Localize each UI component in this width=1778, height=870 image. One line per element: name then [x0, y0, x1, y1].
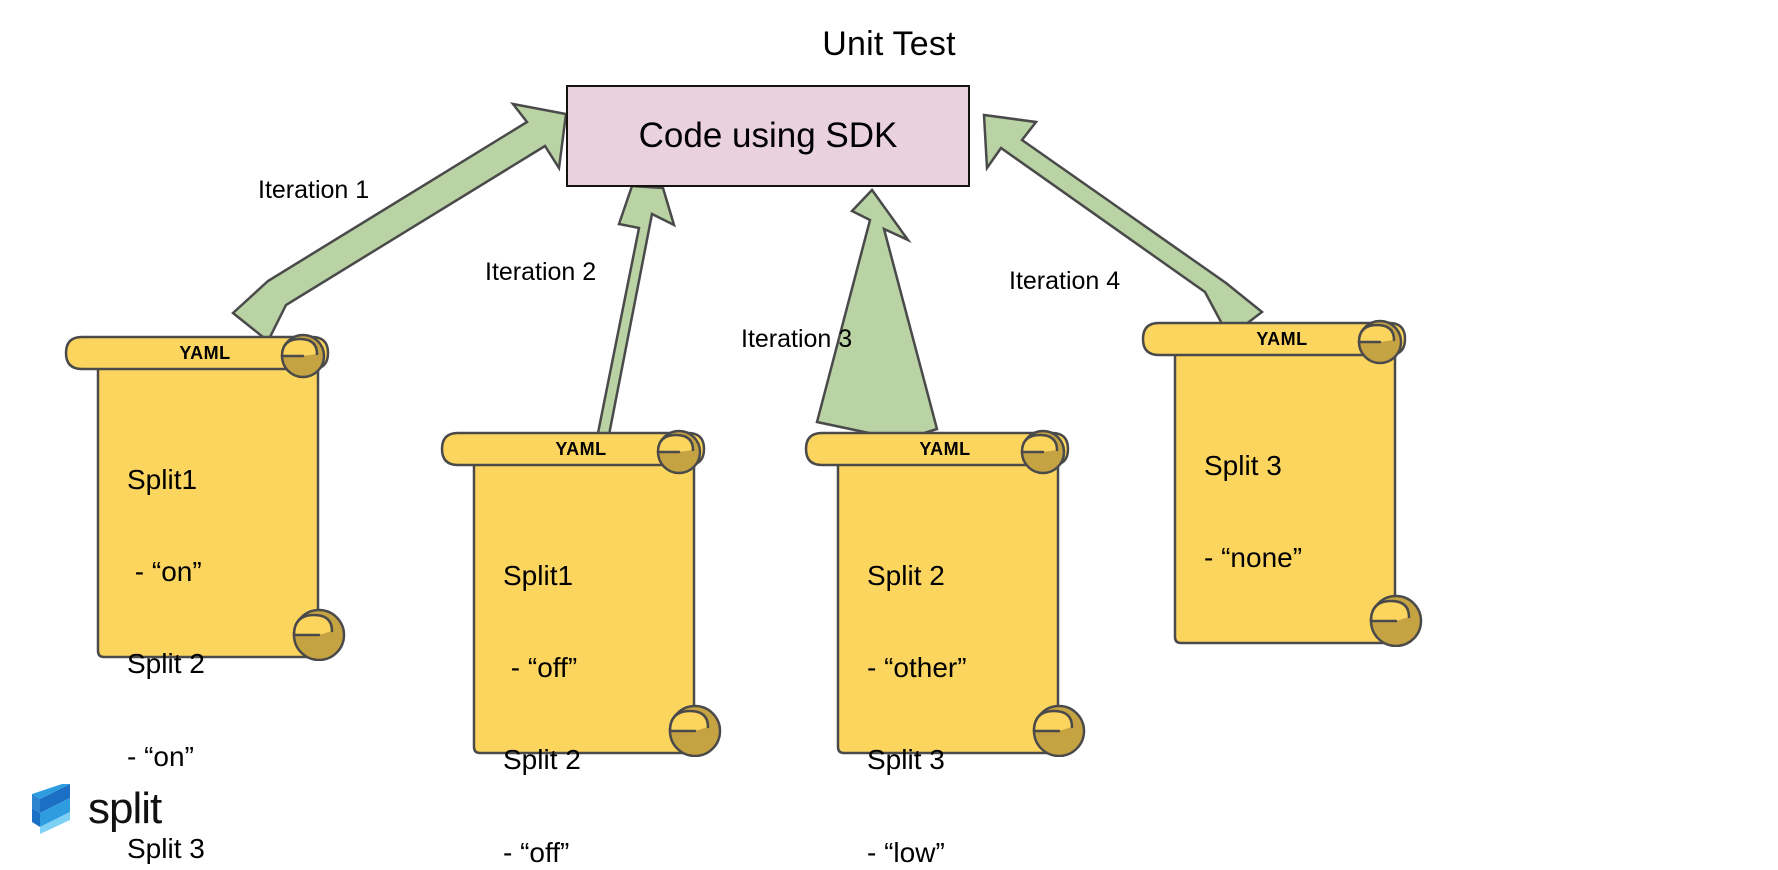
arrow-label-iteration-4: Iteration 4: [1009, 267, 1121, 295]
yaml-line: Split1: [503, 559, 574, 591]
arrow-iteration-1: [231, 102, 568, 343]
yaml-document-3: YAML Split 2 - “other” Split 3 - “low”: [800, 427, 1090, 868]
yaml-scroll-shape: [804, 429, 1086, 757]
yaml-line: Split1: [127, 463, 198, 495]
yaml-content-3: Split 2 - “other” Split 3 - “low”: [867, 499, 967, 870]
yaml-content-2: Split1 - “off” Split 2 - “off” Split 3 -…: [503, 499, 638, 870]
yaml-header-label-3: YAML: [919, 439, 971, 459]
arrow-label-iteration-3: Iteration 3: [741, 325, 853, 353]
yaml-line: - “none”: [1204, 541, 1303, 573]
yaml-header-label-2: YAML: [555, 439, 607, 459]
split-mark-icon: [32, 784, 70, 834]
split-logo-wordmark: split: [88, 784, 162, 833]
yaml-line: - “off”: [503, 651, 578, 683]
arrow-label-iteration-2: Iteration 2: [485, 258, 597, 286]
yaml-scroll-shape: [64, 333, 346, 661]
yaml-scroll-shape: [440, 429, 722, 757]
yaml-line: Split 2: [127, 648, 205, 680]
yaml-content-1: Split1 - “on” Split 2 - “on” Split 3 - “…: [127, 403, 216, 870]
yaml-line: - “off”: [503, 836, 570, 868]
yaml-line: - “other”: [867, 651, 967, 683]
code-using-sdk-box: Code using SDK: [566, 85, 970, 187]
yaml-line: Split 2: [503, 744, 581, 776]
yaml-line: - “low”: [867, 836, 945, 868]
yaml-scroll-shape: [1141, 319, 1423, 647]
split-logo: split: [28, 778, 188, 840]
yaml-document-1: YAML Split1 - “on” Split 2 - “on” Split …: [60, 331, 350, 864]
yaml-line: - “on”: [127, 555, 202, 587]
yaml-document-4: YAML Split 3 - “none”: [1137, 317, 1427, 647]
page-title: Unit Test: [822, 25, 956, 63]
yaml-line: - “on”: [127, 740, 194, 772]
arrow-iteration-3: [815, 188, 939, 442]
yaml-header-label-4: YAML: [1256, 329, 1308, 349]
arrow-iteration-2: [567, 184, 677, 450]
yaml-line: Split 3: [1204, 449, 1282, 481]
yaml-line: Split 3: [867, 744, 945, 776]
yaml-document-2: YAML Split1 - “off” Split 2 - “off” Spli…: [436, 427, 726, 868]
arrow-label-iteration-1: Iteration 1: [258, 176, 370, 204]
yaml-line: Split 2: [867, 559, 945, 591]
yaml-line: Split 3: [127, 833, 205, 865]
arrow-iteration-4: [982, 113, 1265, 339]
yaml-header-label-1: YAML: [179, 343, 231, 363]
code-box-label: Code using SDK: [638, 116, 898, 155]
yaml-content-4: Split 3 - “none”: [1204, 389, 1302, 635]
